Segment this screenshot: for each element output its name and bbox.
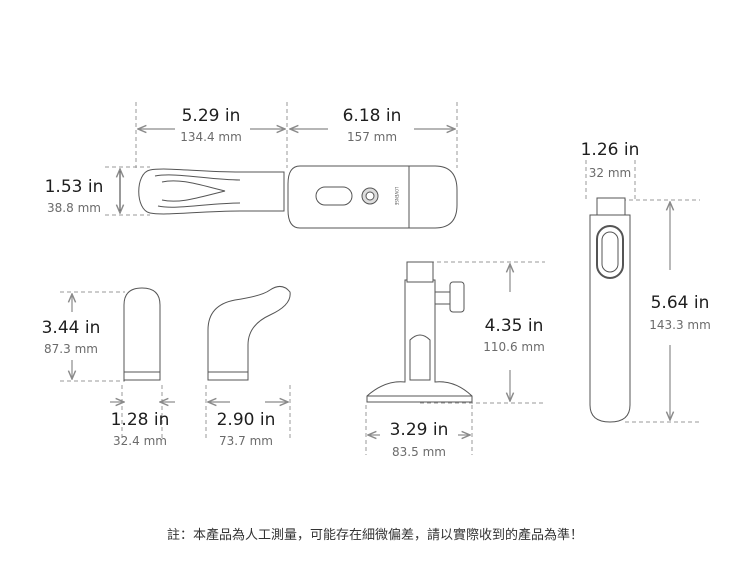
shaft-diameter-in: 1.53 in (44, 177, 104, 197)
stand-drawing (366, 261, 473, 403)
guide-lines (60, 102, 700, 455)
handle-drawing (589, 197, 631, 423)
stand-base-width-in: 3.29 in (389, 420, 449, 440)
cap-width-in: 1.28 in (110, 410, 170, 430)
body-length-in: 6.18 in (342, 106, 402, 126)
brand-logo: LOVENSE (394, 187, 399, 206)
dimension-arrows (72, 129, 670, 435)
footer-note: 註：本產品為人工測量，可能存在細微偏差，請以實際收到的產品為準！ (166, 528, 583, 543)
body-length-mm: 157 mm (346, 130, 398, 144)
shaft-length-mm: 134.4 mm (180, 130, 242, 144)
cap-height-mm: 87.3 mm (44, 342, 98, 356)
handle-height-in: 5.64 in (650, 293, 710, 313)
curved-cap-width-in: 2.90 in (216, 410, 276, 430)
handle-width-in: 1.26 in (580, 140, 640, 160)
stand-base-width-mm: 83.5 mm (392, 445, 446, 459)
curved-cap-width-mm: 73.7 mm (219, 434, 273, 448)
shaft-diameter-mm: 38.8 mm (47, 201, 101, 215)
stand-height-mm: 110.6 mm (483, 340, 545, 354)
cap-width-mm: 32.4 mm (113, 434, 167, 448)
cap-height-in: 3.44 in (41, 318, 101, 338)
main-device-drawing (138, 165, 458, 229)
stand-height-in: 4.35 in (484, 316, 544, 336)
handle-width-mm: 32 mm (588, 166, 632, 180)
cap-drawings (123, 286, 291, 381)
handle-height-mm: 143.3 mm (649, 318, 711, 332)
shaft-length-in: 5.29 in (181, 106, 241, 126)
